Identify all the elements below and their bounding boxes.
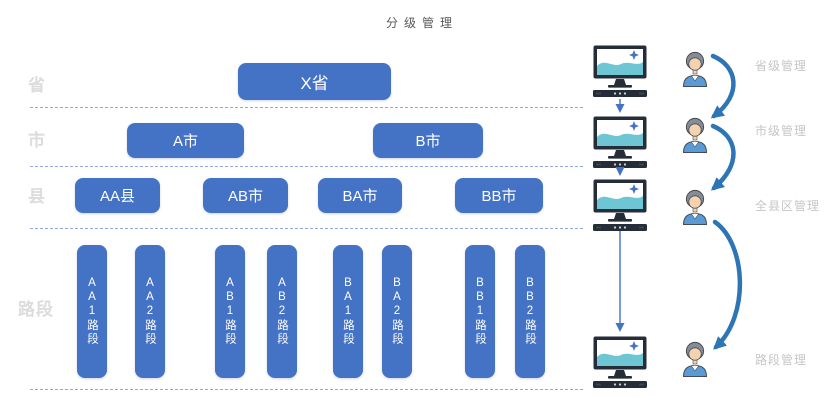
person-icon-section [682, 341, 708, 377]
row-separator-city-county [30, 166, 583, 167]
section-box-ab1: AB1路段 [215, 245, 245, 378]
row-label-city: 市 [28, 131, 46, 150]
row-separator-province-city [30, 107, 583, 108]
level-label-county: 全县区管理 [755, 199, 821, 213]
city-box-a: A市 [127, 123, 244, 158]
diagram-title: 分级管理 [386, 16, 459, 30]
row-label-province: 省 [28, 76, 46, 95]
row-separator-county-section [30, 228, 583, 229]
section-box-bb2: BB2路段 [515, 245, 545, 378]
level-label-province: 省级管理 [755, 59, 808, 73]
section-box-ab2: AB2路段 [267, 245, 297, 378]
person-icon-province [682, 51, 708, 87]
section-box-aa2: AA2路段 [135, 245, 165, 378]
monitor-icon-county [593, 179, 647, 231]
row-label-section: 路段 [18, 300, 54, 319]
city-box-b: B市 [373, 123, 483, 158]
monitor-icon-province [593, 45, 647, 97]
curved-arrow-icon-2 [710, 123, 736, 191]
county-box-bb: BB市 [455, 178, 543, 213]
person-icon-city [682, 117, 708, 153]
level-label-section: 路段管理 [755, 353, 808, 367]
row-label-county: 县 [28, 187, 46, 206]
province-box: X省 [238, 63, 391, 100]
person-icon-county [682, 189, 708, 225]
row-separator-bottom [30, 389, 583, 390]
section-box-ba2: BA2路段 [382, 245, 412, 378]
section-box-aa1: AA1路段 [77, 245, 107, 378]
county-box-ab: AB市 [203, 178, 288, 213]
county-box-aa: AA县 [75, 178, 160, 213]
section-box-ba1: BA1路段 [333, 245, 363, 378]
monitor-icon-city [593, 116, 647, 168]
curved-arrow-icon-1 [710, 53, 736, 119]
section-box-bb1: BB1路段 [465, 245, 495, 378]
level-label-city: 市级管理 [755, 124, 808, 138]
monitor-icon-section [593, 336, 647, 388]
county-box-ba: BA市 [318, 178, 402, 213]
curved-arrow-icon-3 [712, 219, 743, 350]
